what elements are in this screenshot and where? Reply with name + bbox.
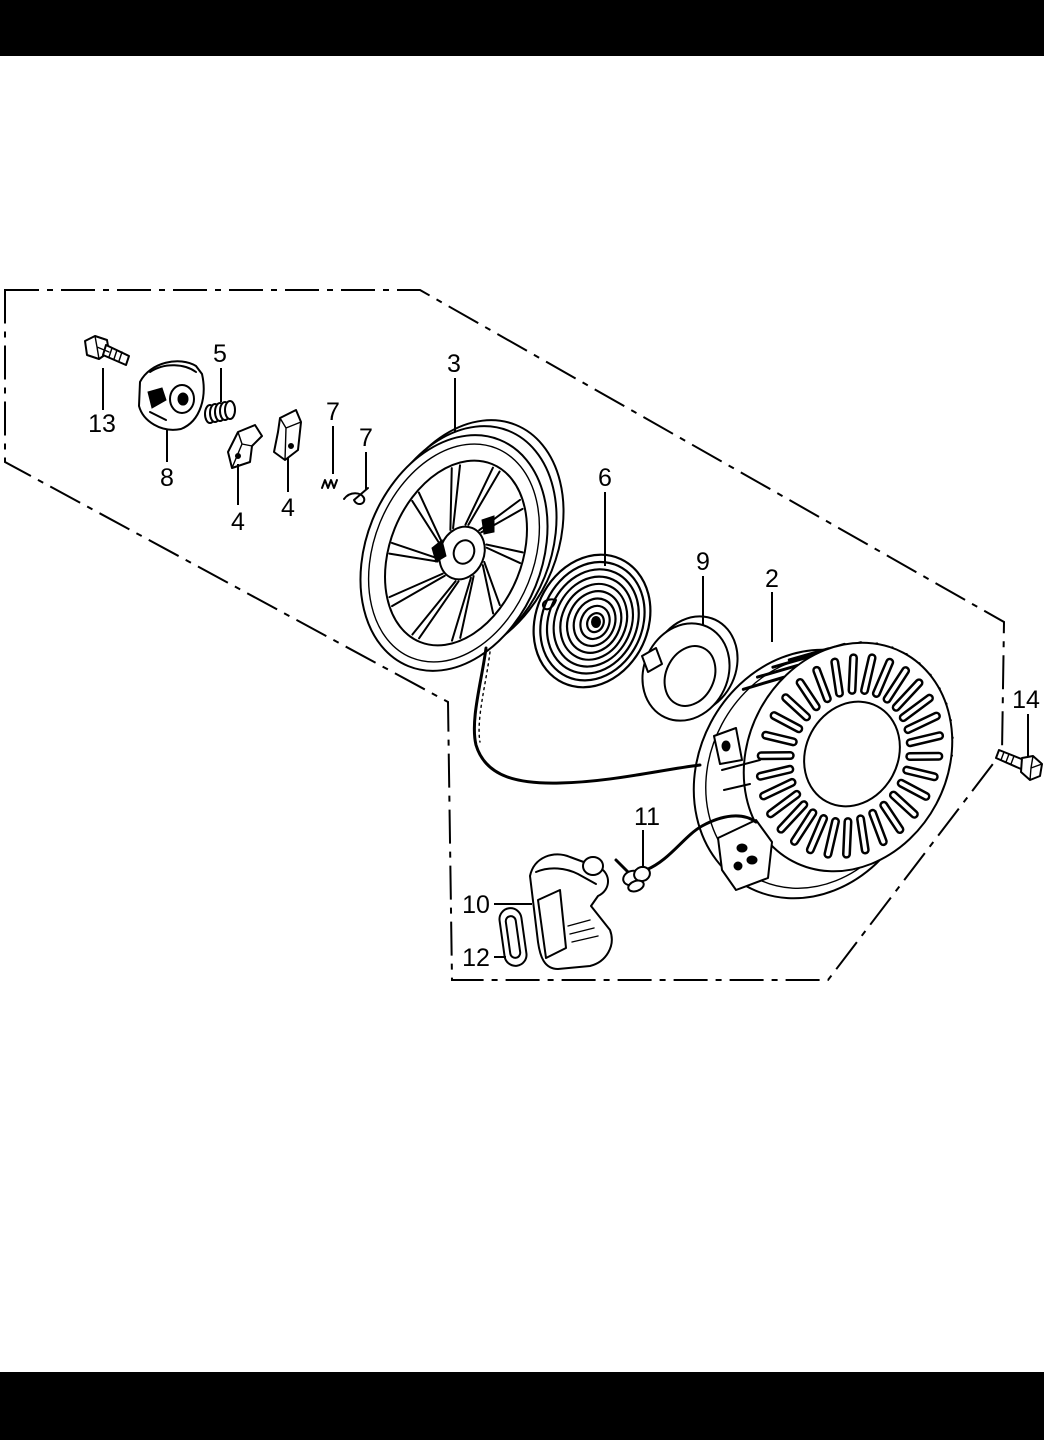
bolt-shank [996,750,1024,769]
callout-2: 2 [765,565,779,593]
callout-5: 5 [213,340,227,368]
callout-9: 9 [696,548,710,576]
part-ratchet-spring-7a [322,480,337,488]
part-spring-5 [205,401,235,423]
callout-13: 13 [88,410,116,438]
callout-10: 10 [462,891,490,919]
top-black-bar [0,0,1044,56]
part-ratchet-guide-8 [139,361,204,430]
callout-11: 11 [634,803,660,831]
ratchet-body [274,410,301,460]
callout-7b: 7 [359,424,373,452]
coil [225,401,235,419]
part-starter-grip-10 [530,854,612,969]
spring-wire [322,480,337,488]
rope-guide-hole [737,844,747,852]
ratchet-body [228,425,262,468]
part-ratchet-spring-7b [344,488,368,504]
slot-opening [852,658,853,691]
case-slot [852,658,853,691]
rope-guide-hole [747,856,757,864]
guide-hole [178,393,188,405]
callout-6: 6 [598,464,612,492]
part-ratchet-4a [228,425,262,468]
part-ratchet-4b [274,410,301,460]
case-slot [846,822,847,855]
grip-knob [583,857,603,875]
rope-end [616,860,628,872]
part-bolt-13 [85,336,129,365]
callout-8: 8 [160,464,174,492]
callout-3: 3 [447,350,461,378]
slot-opening [846,822,847,855]
callout-14: 14 [1012,686,1040,714]
reel-spoke [450,468,451,530]
case-ear-hole [722,741,730,751]
rope-guide-hole [734,862,742,870]
part-flange-bolt-14 [996,750,1042,780]
ratchet-pin [236,454,241,459]
part-rope-knot-11 [616,860,652,893]
spring-wire [344,488,368,504]
callout-4a: 4 [231,508,245,536]
case-slot [861,819,866,850]
case-slot [835,662,840,693]
part-grip-insert-12 [498,907,528,967]
callout-4b: 4 [281,494,295,522]
spring-center [591,616,601,628]
ratchet-pin [289,444,294,449]
bottom-black-bar [0,1372,1044,1440]
callout-12: 12 [462,944,490,972]
callout-7a: 7 [326,398,340,426]
